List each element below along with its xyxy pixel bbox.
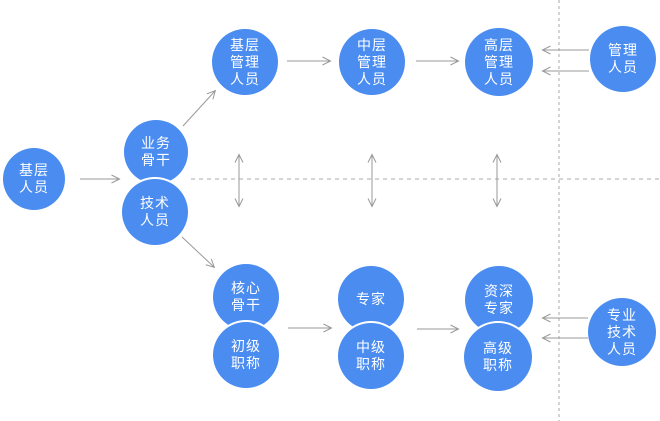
node-label-line: 技术 (140, 195, 170, 211)
node-label: 核心骨干 (231, 280, 261, 314)
node-label: 资深专家 (484, 283, 514, 317)
node-gaoceng-guanli-renyuan: 高层管理人员 (465, 28, 533, 96)
node-label-line: 人员 (608, 59, 638, 75)
node-label-line: 专家 (356, 290, 386, 307)
node-label-line: 职称 (483, 357, 513, 373)
node-label: 高级职称 (483, 340, 513, 374)
node-label-line: 中层 (357, 36, 387, 53)
node-zhongji-zhicheng: 中级职称 (338, 323, 404, 389)
node-label-line: 中级 (356, 339, 386, 355)
node-label-line: 业务 (141, 135, 171, 151)
node-hexin-gugan: 核心骨干 (213, 264, 279, 330)
node-label-line: 职称 (231, 355, 261, 371)
node-label-line: 管理 (608, 42, 638, 58)
node-guanli-renyuan: 管理人员 (590, 26, 656, 92)
node-label-line: 职称 (356, 356, 386, 372)
arrow-jishu-to-hexin-gugan (181, 236, 216, 269)
node-label-line: 人员 (230, 70, 260, 87)
node-label: 专家 (356, 291, 386, 308)
node-label-line: 人员 (140, 212, 170, 228)
node-label-line: 专家 (484, 300, 514, 316)
node-label-line: 基层 (19, 162, 49, 178)
node-label: 基层管理人员 (230, 37, 260, 88)
node-label-line: 人员 (607, 340, 637, 357)
node-label-line: 高级 (483, 340, 513, 356)
node-label: 中层管理人员 (357, 37, 387, 88)
node-label-line: 管理 (484, 53, 514, 70)
node-label-line: 初级 (231, 338, 261, 354)
node-label: 中级职称 (356, 339, 386, 373)
node-yewu-gugan: 业务骨干 (124, 120, 188, 184)
node-zhongceng-guanli-renyuan: 中层管理人员 (339, 29, 405, 95)
node-label-line: 专业 (607, 306, 637, 323)
node-label-line: 管理 (230, 53, 260, 70)
node-label-line: 资深 (484, 283, 514, 299)
node-chuji-zhicheng: 初级职称 (213, 322, 279, 388)
node-label: 业务骨干 (141, 135, 171, 169)
node-label-line: 管理 (357, 53, 387, 70)
node-label-line: 技术 (607, 323, 637, 340)
node-label-line: 人员 (484, 70, 514, 87)
node-label-line: 骨干 (231, 297, 261, 313)
node-jiceng-renyuan: 基层人员 (3, 148, 65, 210)
node-label: 高层管理人员 (484, 37, 514, 88)
node-label: 初级职称 (231, 338, 261, 372)
node-label: 基层人员 (19, 162, 49, 196)
node-label-line: 骨干 (141, 152, 171, 168)
node-gaoji-zhicheng: 高级职称 (464, 323, 532, 391)
node-jiceng-guanli-renyuan: 基层管理人员 (212, 29, 278, 95)
node-label-line: 核心 (231, 280, 261, 296)
node-label-line: 基层 (230, 36, 260, 53)
node-zhuanye-jishu-renyuan: 专业技术人员 (588, 298, 656, 366)
node-label-line: 人员 (19, 179, 49, 195)
node-label: 管理人员 (608, 42, 638, 76)
node-zhuanjia: 专家 (338, 266, 404, 332)
arrow-yewu-to-jiceng-guanli (182, 89, 217, 127)
node-label-line: 高层 (484, 36, 514, 53)
node-label: 技术人员 (140, 195, 170, 229)
node-label-line: 人员 (357, 70, 387, 87)
node-label: 专业技术人员 (607, 307, 637, 358)
node-zishen-zhuanjia: 资深专家 (465, 266, 533, 334)
node-jishu-renyuan: 技术人员 (122, 179, 188, 245)
